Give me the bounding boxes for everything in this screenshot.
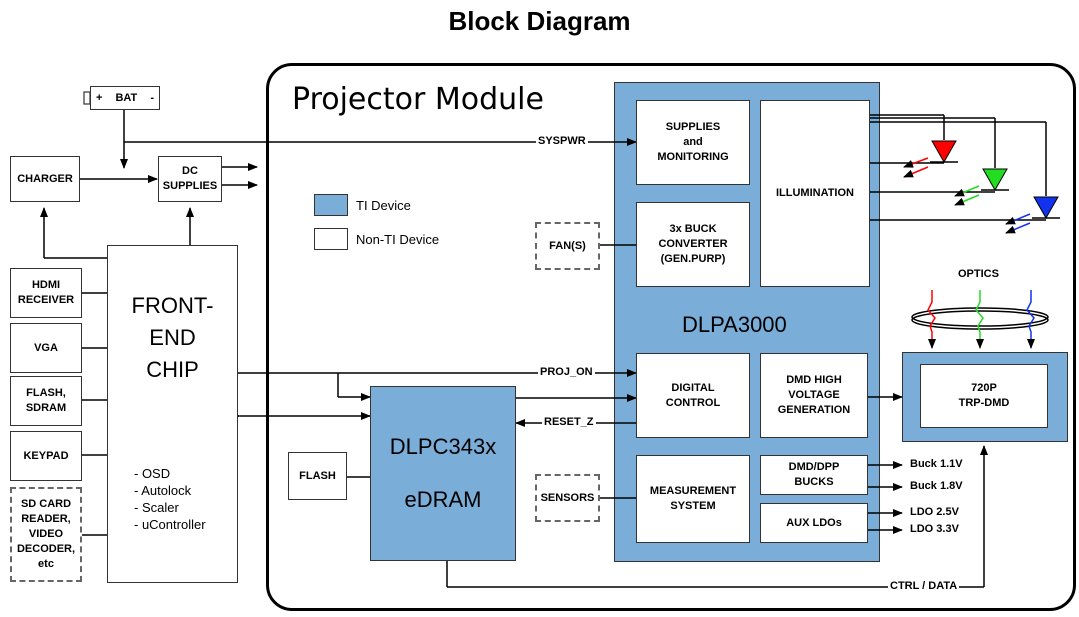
optics-label: OPTICS: [958, 268, 999, 280]
reset-z-label: RESET_Z: [542, 416, 596, 428]
sd-card-reader-block: SD CARD READER, VIDEO DECODER, etc: [10, 487, 82, 582]
proj-on-label: PROJ_ON: [538, 366, 595, 378]
supplies-monitoring-block: SUPPLIES and MONITORING: [636, 100, 750, 185]
fans-block: FAN(S): [535, 222, 600, 270]
dmd-high-voltage-block: DMD HIGH VOLTAGE GENERATION: [760, 353, 868, 438]
ctrl-data-label: CTRL / DATA: [888, 580, 960, 592]
optics-lens-icon: [911, 290, 1049, 349]
measurement-system-block: MEASUREMENT SYSTEM: [636, 455, 750, 543]
battery-block: + BAT -: [90, 86, 160, 110]
dlpc343x-block: DLPC343x eDRAM: [370, 386, 516, 561]
front-end-chip-label: FRONT- END CHIP: [131, 293, 214, 382]
digital-control-block: DIGITAL CONTROL: [636, 353, 750, 438]
projector-module-frame: [266, 63, 1076, 611]
buck-1v1-label: Buck 1.1V: [910, 458, 963, 470]
dmd-dpp-bucks-block: DMD/DPP BUCKS: [760, 455, 868, 495]
red-led-icon: [903, 140, 958, 178]
diagram-title: Block Diagram: [448, 6, 631, 36]
buck-1v8-label: Buck 1.8V: [910, 480, 963, 492]
charger-block: CHARGER: [10, 156, 80, 202]
dc-supplies-block: DC SUPPLIES: [158, 156, 222, 202]
legend-ti-swatch: [314, 194, 348, 216]
keypad-block: KEYPAD: [10, 431, 82, 481]
front-end-chip-block: [107, 245, 238, 583]
ldo-2v5-label: LDO 2.5V: [910, 506, 959, 518]
aux-ldos-block: AUX LDOs: [760, 503, 868, 543]
sensors-block: SENSORS: [535, 474, 600, 522]
vga-block: VGA: [10, 323, 82, 373]
buck-converter-block: 3x BUCK CONVERTER (GEN.PURP): [636, 202, 750, 287]
ldo-3v3-label: LDO 3.3V: [910, 523, 959, 535]
blue-led-icon: [1005, 196, 1060, 234]
illumination-block: ILLUMINATION: [760, 100, 870, 287]
flash-sdram-block: FLASH, SDRAM: [10, 376, 82, 426]
legend-non-ti-label: Non-TI Device: [356, 232, 440, 247]
projector-module-title: Projector Module: [292, 82, 544, 117]
syspwr-label: SYSPWR: [536, 135, 588, 147]
battery-label: BAT: [115, 91, 138, 104]
hdmi-receiver-block: HDMI RECEIVER: [10, 268, 82, 318]
battery-plus-label: +: [96, 91, 103, 104]
dlpa3000-label: DLPA3000: [682, 312, 787, 337]
legend-ti-label: TI Device: [356, 198, 411, 213]
green-led-icon: [954, 168, 1009, 206]
legend-non-ti-swatch: [314, 228, 348, 250]
front-end-features: - OSD - Autolock - Scaler - uController: [134, 466, 206, 532]
flash-block: FLASH: [288, 452, 347, 500]
trp-dmd-block: 720P TRP-DMD: [920, 364, 1048, 428]
battery-minus-label: -: [150, 91, 154, 104]
